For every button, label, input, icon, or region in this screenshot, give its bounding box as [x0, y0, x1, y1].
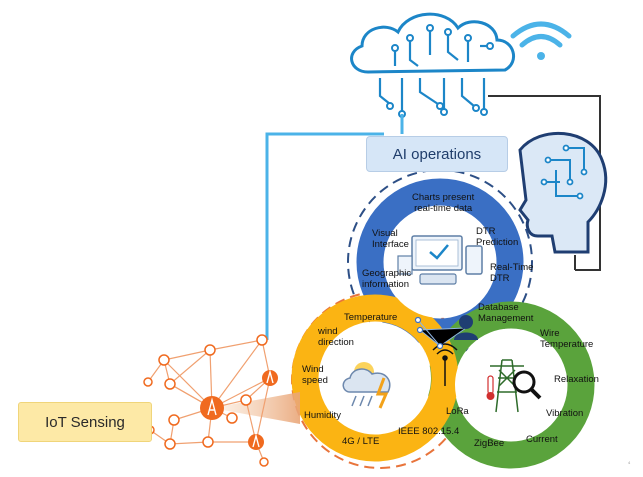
label-wind-direction: wind direction	[318, 326, 354, 348]
label-vibration: Vibration	[546, 408, 584, 419]
label-charts: Charts present real-time data	[412, 192, 475, 214]
wifi-icon	[510, 21, 572, 60]
label-realtime-dtr: Real-Time DTR	[490, 262, 534, 284]
label-geographic: Geographic information	[362, 268, 412, 290]
computer-dashboard-icon	[397, 235, 483, 285]
ai-head-icon	[518, 131, 608, 254]
label-ieee: IEEE 802.15.4	[398, 426, 460, 437]
label-visual-interface: Visual Interface	[372, 228, 409, 250]
label-lte: 4G / LTE	[342, 436, 380, 447]
page-mark: 4	[628, 460, 631, 465]
operator-icon	[454, 315, 478, 340]
hub-network	[417, 319, 468, 347]
iot-sensing-title: IoT Sensing	[45, 413, 125, 431]
ai-operations-title: AI operations	[392, 145, 482, 163]
weather-icon	[342, 362, 391, 409]
label-current: Current	[526, 434, 558, 445]
label-humidity: Humidity	[304, 410, 341, 421]
label-dtr-prediction: DTR Prediction	[476, 226, 519, 248]
ai-operations-callout: AI operations	[366, 136, 508, 172]
antenna-icon	[432, 343, 458, 386]
label-relaxation: Relaxation	[554, 374, 599, 385]
iot-network-icon	[143, 334, 300, 467]
label-wind-speed: Wind speed	[302, 364, 328, 386]
iot-sensing-callout: IoT Sensing	[18, 402, 152, 442]
label-temperature: Temperature	[344, 312, 398, 323]
label-wire-temperature: Wire Temperature	[540, 328, 594, 350]
magnifier-icon	[512, 370, 542, 400]
label-database: Database Management	[478, 302, 534, 324]
label-zigbee: ZigBee	[474, 438, 505, 449]
cloud-circuit-icon	[350, 12, 516, 118]
thermometer-icon	[486, 375, 495, 400]
label-lora: LoRa	[446, 406, 469, 417]
